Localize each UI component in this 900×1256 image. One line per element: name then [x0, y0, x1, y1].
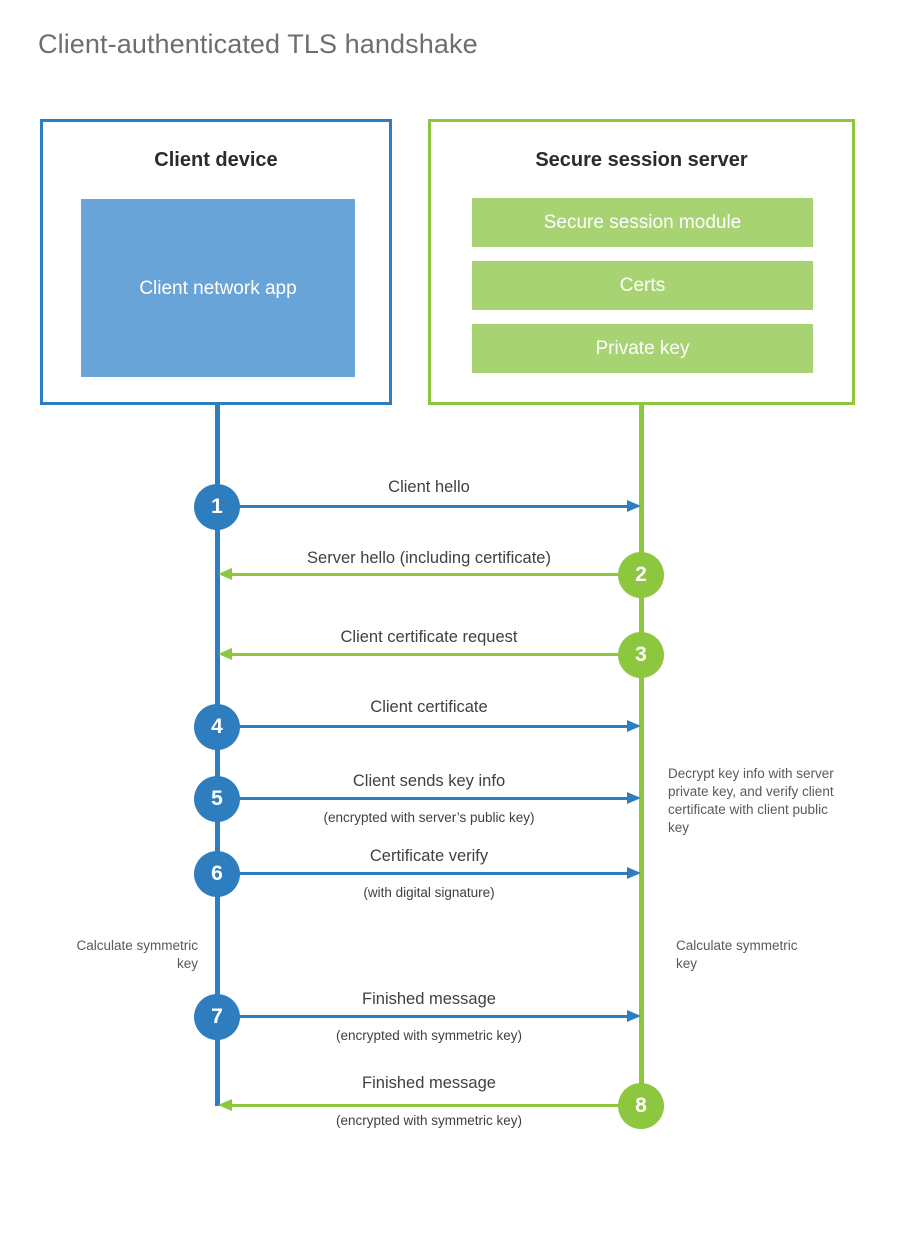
client-network-app-block: Client network app: [81, 199, 355, 377]
client-lifeline: [215, 402, 220, 1106]
step-1-circle: 1: [194, 484, 240, 530]
step-6-sublabel: (with digital signature): [363, 885, 495, 900]
step-4-circle: 4: [194, 704, 240, 750]
arrowhead-left-icon: [218, 1099, 232, 1111]
step-7-arrow: [218, 1010, 641, 1022]
arrowhead-right-icon: [627, 867, 641, 879]
arrowhead-right-icon: [627, 792, 641, 804]
step-2-circle: 2: [618, 552, 664, 598]
step-7-label: Finished message: [362, 990, 496, 1008]
step-3-circle: 3: [618, 632, 664, 678]
step-6-circle: 6: [194, 851, 240, 897]
arrowhead-left-icon: [218, 568, 232, 580]
secure-session-server-box: Secure session server Secure session mod…: [428, 119, 855, 405]
step-8-arrow: [218, 1099, 618, 1111]
step-4-label: Client certificate: [370, 698, 488, 716]
step-3-label: Client certificate request: [340, 628, 518, 646]
page-title: Client-authenticated TLS handshake: [38, 29, 478, 59]
arrowhead-right-icon: [627, 500, 641, 512]
step-8-sublabel: (encrypted with symmetric key): [335, 1113, 523, 1128]
step-1-label: Client hello: [388, 478, 470, 496]
arrowhead-right-icon: [627, 720, 641, 732]
server-decrypt-annotation: Decrypt key info with server private key…: [668, 766, 834, 835]
step-5-circle: 5: [194, 776, 240, 822]
step-8-label: Finished message: [362, 1074, 496, 1092]
server-calculate-symmetric-key-annotation: Calculate symmetric key: [676, 938, 798, 971]
step-7-sublabel: (encrypted with symmetric key): [335, 1028, 523, 1043]
client-device-box: Client device Client network app: [40, 119, 392, 405]
step-4-arrow: [218, 720, 641, 732]
step-2-label: Server hello (including certificate): [307, 549, 551, 567]
server-component-certs: Certs: [472, 261, 813, 310]
step-1-arrow: [218, 500, 641, 512]
client-device-title: Client device: [154, 149, 278, 171]
arrowhead-left-icon: [218, 648, 232, 660]
step-3-arrow: [218, 648, 618, 660]
server-component-secure-session-module: Secure session module: [472, 198, 813, 247]
step-6-label: Certificate verify: [369, 847, 489, 865]
step-6-arrow: [218, 867, 641, 879]
server-component-private-key: Private key: [472, 324, 813, 373]
secure-session-server-title: Secure session server: [535, 149, 748, 171]
step-7-circle: 7: [194, 994, 240, 1040]
step-8-circle: 8: [618, 1083, 664, 1129]
arrowhead-right-icon: [627, 1010, 641, 1022]
step-2-arrow: [218, 568, 618, 580]
client-calculate-symmetric-key-annotation: Calculate symmetric key: [76, 938, 198, 971]
step-5-arrow: [218, 792, 641, 804]
step-5-label: Client sends key info: [352, 772, 506, 790]
server-lifeline: [639, 402, 644, 1105]
step-5-sublabel: (encrypted with server’s public key): [323, 810, 535, 825]
